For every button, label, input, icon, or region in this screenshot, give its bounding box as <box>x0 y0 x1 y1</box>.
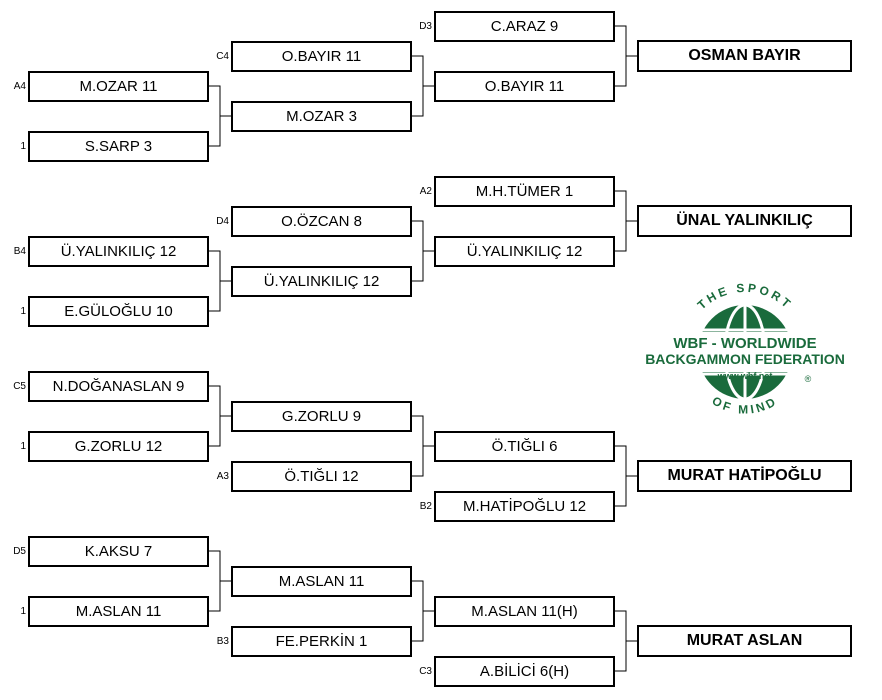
seed-label: B4 <box>13 246 26 257</box>
seed-label: 1 <box>20 606 26 617</box>
logo-line-2: BACKGAMMON FEDERATION <box>645 351 845 367</box>
logo-url: www.wbf.net <box>717 371 773 381</box>
match-entry-box: M.ASLAN 11 <box>28 596 209 627</box>
match-entry-box: E.GÜLOĞLU 10 <box>28 296 209 327</box>
seed-label: A4 <box>13 81 26 92</box>
match-entry-box: G.ZORLU 12 <box>28 431 209 462</box>
match-entry-box: G.ZORLU 9 <box>231 401 412 432</box>
match-entry-box: M.HATİPOĞLU 12 <box>434 491 615 522</box>
seed-label: C4 <box>216 51 229 62</box>
match-entry-box: A.BİLİCİ 6(H) <box>434 656 615 687</box>
seed-label: C3 <box>419 666 432 677</box>
seed-label: 1 <box>20 306 26 317</box>
seed-label: D4 <box>216 216 229 227</box>
match-entry-box: S.SARP 3 <box>28 131 209 162</box>
match-entry-box: Ö.TIĞLI 6 <box>434 431 615 462</box>
winner-box: ÜNAL YALINKILIÇ <box>637 205 852 237</box>
seed-label: A2 <box>419 186 432 197</box>
match-entry-box: O.ÖZCAN 8 <box>231 206 412 237</box>
match-entry-box: Ü.YALINKILIÇ 12 <box>231 266 412 297</box>
seed-label: D5 <box>13 546 26 557</box>
match-entry-box: C.ARAZ 9 <box>434 11 615 42</box>
match-entry-box: M.ASLAN 11(H) <box>434 596 615 627</box>
globe-icon <box>638 303 852 401</box>
match-entry-box: M.ASLAN 11 <box>231 566 412 597</box>
match-entry-box: M.OZAR 3 <box>231 101 412 132</box>
match-entry-box: O.BAYIR 11 <box>434 71 615 102</box>
match-entry-box: N.DOĞANASLAN 9 <box>28 371 209 402</box>
seed-label: C5 <box>13 381 26 392</box>
match-entry-box: M.OZAR 11 <box>28 71 209 102</box>
winner-box: MURAT HATİPOĞLU <box>637 460 852 492</box>
seed-label: 1 <box>20 441 26 452</box>
match-entry-box: O.BAYIR 11 <box>231 41 412 72</box>
match-entry-box: M.H.TÜMER 1 <box>434 176 615 207</box>
winner-box: OSMAN BAYIR <box>637 40 852 72</box>
seed-label: 1 <box>20 141 26 152</box>
logo-line-1: WBF - WORLDWIDE <box>673 335 816 352</box>
logo-registered-mark: ® <box>805 374 812 384</box>
match-entry-box: K.AKSU 7 <box>28 536 209 567</box>
winner-box: MURAT ASLAN <box>637 625 852 657</box>
seed-label: D3 <box>419 21 432 32</box>
match-entry-box: Ö.TIĞLI 12 <box>231 461 412 492</box>
wbf-logo: THE SPORT OF MIND WBF - WORLDWIDE BACKGA… <box>638 282 852 417</box>
match-entry-box: Ü.YALINKILIÇ 12 <box>434 236 615 267</box>
match-entry-box: FE.PERKİN 1 <box>231 626 412 657</box>
seed-label: B3 <box>216 636 229 647</box>
match-entry-box: Ü.YALINKILIÇ 12 <box>28 236 209 267</box>
seed-label: A3 <box>216 471 229 482</box>
seed-label: B2 <box>419 501 432 512</box>
